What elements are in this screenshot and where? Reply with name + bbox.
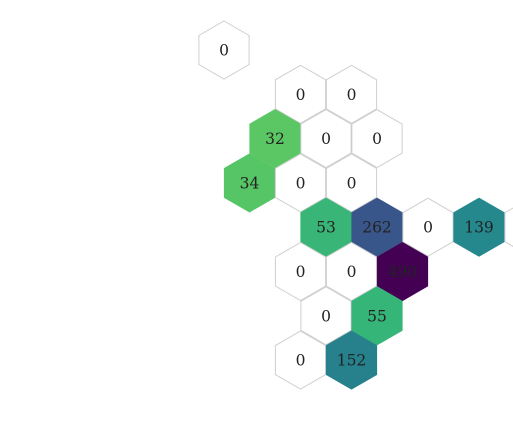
hex-cell-shape	[325, 330, 378, 390]
hex-cell: 262	[351, 197, 403, 257]
hex-cell-shape	[325, 241, 378, 302]
hex-cell: 0	[274, 330, 327, 390]
hex-cell-shape	[351, 197, 403, 257]
hex-cell-label: 490	[388, 263, 418, 281]
hex-cell-layer: 0 0 0 32 0 0 34 0 0 53 262 0 139 0 0 0 490 0 55 0 152	[198, 20, 513, 390]
hex-cell-shape	[453, 197, 505, 257]
hex-cell-shape	[274, 330, 327, 390]
hex-cell-shape	[300, 109, 352, 169]
hex-cell-label: 0	[423, 219, 433, 237]
hex-cell: 0	[504, 207, 513, 247]
hex-cell: 0	[402, 197, 454, 257]
hex-cell-shape	[223, 153, 276, 213]
hex-cell-label: 139	[464, 219, 494, 237]
hex-cell: 0	[325, 153, 378, 213]
hex-cell-label: 53	[316, 219, 336, 237]
hex-cell-shape	[325, 153, 378, 213]
hex-cell-shape	[300, 197, 352, 257]
hex-cell-shape	[351, 286, 403, 346]
hex-cell-label: 262	[362, 219, 392, 237]
hex-cell-shape	[198, 20, 250, 80]
hex-cell-label: 0	[296, 263, 306, 281]
hex-cell: 32	[249, 109, 301, 169]
hex-cell-label: 0	[296, 86, 306, 104]
hex-cell-label: 55	[367, 307, 387, 325]
hex-cell: 53	[300, 197, 352, 257]
hex-cell: 0	[300, 286, 352, 346]
hex-cell-label: 0	[321, 130, 331, 148]
hex-cell-shape	[274, 241, 327, 302]
hex-cell: 0	[274, 64, 327, 124]
hex-cell-shape	[300, 286, 352, 346]
hex-cell-label: 32	[265, 130, 285, 148]
hex-cell: 0	[274, 241, 327, 302]
hex-cell: 490	[376, 241, 429, 302]
hex-cell-label: 0	[219, 42, 229, 60]
hex-cell: 0	[300, 109, 352, 169]
hex-cell-label: 0	[347, 263, 357, 281]
hex-cell-shape	[274, 153, 327, 213]
hex-cell: 0	[351, 109, 403, 169]
hex-cell: 0	[274, 153, 327, 213]
hex-cell-shape	[376, 241, 429, 302]
hex-cell-label: 0	[372, 130, 382, 148]
hex-cell-shape	[249, 109, 301, 169]
hex-cell-label: 34	[240, 174, 260, 192]
hex-cell-label: 152	[337, 352, 367, 370]
hex-cell: 139	[453, 197, 505, 257]
hex-cell: 34	[223, 153, 276, 213]
hex-cell-label: 0	[321, 307, 331, 325]
hex-cell: 0	[325, 241, 378, 302]
hex-cell-shape	[325, 64, 378, 124]
hex-cell-label: 0	[347, 174, 357, 192]
hex-cell-shape	[351, 109, 403, 169]
hex-cell-shape	[504, 207, 513, 247]
hex-cell-label: 0	[296, 352, 306, 370]
hex-cell: 0	[325, 64, 378, 124]
hex-cell-label: 0	[347, 86, 357, 104]
hex-cell-shape	[402, 197, 454, 257]
hex-cell: 0	[198, 20, 250, 80]
hex-cell: 152	[325, 330, 378, 390]
hex-cell: 55	[351, 286, 403, 346]
hex-cell-shape	[274, 64, 327, 124]
hex-cell-label: 0	[296, 174, 306, 192]
